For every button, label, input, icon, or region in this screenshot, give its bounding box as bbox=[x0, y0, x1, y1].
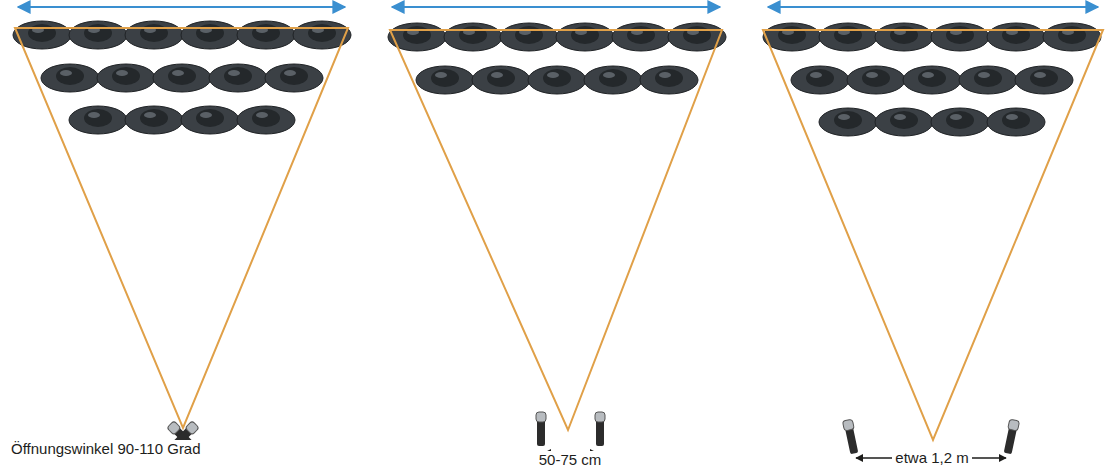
singer-hat bbox=[125, 106, 183, 134]
singer-hat bbox=[931, 108, 989, 136]
microphone bbox=[595, 412, 605, 446]
singer-hat bbox=[819, 23, 877, 51]
singer-hat bbox=[819, 108, 877, 136]
singer-hat bbox=[987, 23, 1045, 51]
singer-hat bbox=[1015, 66, 1073, 94]
singer-hat bbox=[875, 108, 933, 136]
singer-hat bbox=[847, 66, 905, 94]
singer-hat bbox=[668, 23, 726, 51]
singer-hat bbox=[444, 23, 502, 51]
microphone bbox=[1003, 419, 1020, 454]
singer-hat bbox=[528, 66, 586, 94]
singer-hat bbox=[69, 106, 127, 134]
singer-hat bbox=[875, 23, 933, 51]
singer-hat bbox=[903, 66, 961, 94]
singer-hat bbox=[69, 21, 127, 49]
singer-hat bbox=[500, 23, 558, 51]
angle-label: Öffnungswinkel 90-110 Grad bbox=[8, 440, 204, 458]
microphone bbox=[842, 419, 859, 454]
singer-hat bbox=[763, 23, 821, 51]
microphone bbox=[536, 412, 546, 446]
singer-hat bbox=[987, 108, 1045, 136]
singer-hat bbox=[237, 21, 295, 49]
singer-hat bbox=[237, 106, 295, 134]
dimension-label: etwa 1,2 m bbox=[892, 449, 971, 467]
singer-hat bbox=[640, 66, 698, 94]
singer-hat bbox=[959, 66, 1017, 94]
width-arrow bbox=[768, 6, 1098, 8]
singer-hat bbox=[181, 21, 239, 49]
singer-hat bbox=[209, 64, 267, 92]
singer-hat bbox=[556, 23, 614, 51]
singer-hat bbox=[125, 21, 183, 49]
singer-hat bbox=[41, 64, 99, 92]
singer-hat bbox=[265, 64, 323, 92]
singer-hat bbox=[612, 23, 670, 51]
singer-hat bbox=[472, 66, 530, 94]
singer-hat bbox=[416, 66, 474, 94]
width-arrow bbox=[392, 6, 720, 8]
width-arrow bbox=[18, 6, 345, 8]
singer-hat bbox=[931, 23, 989, 51]
singer-hat bbox=[153, 64, 211, 92]
singer-hat bbox=[293, 21, 351, 49]
singer-hat bbox=[1043, 23, 1101, 51]
singer-hat bbox=[584, 66, 642, 94]
pickup-angle bbox=[390, 30, 722, 430]
singer-hat bbox=[97, 64, 155, 92]
pickup-angle bbox=[763, 30, 1103, 440]
pickup-angle bbox=[15, 28, 348, 428]
dimension-label: 50-75 cm bbox=[536, 451, 605, 469]
singer-hat bbox=[181, 106, 239, 134]
singer-hat bbox=[791, 66, 849, 94]
